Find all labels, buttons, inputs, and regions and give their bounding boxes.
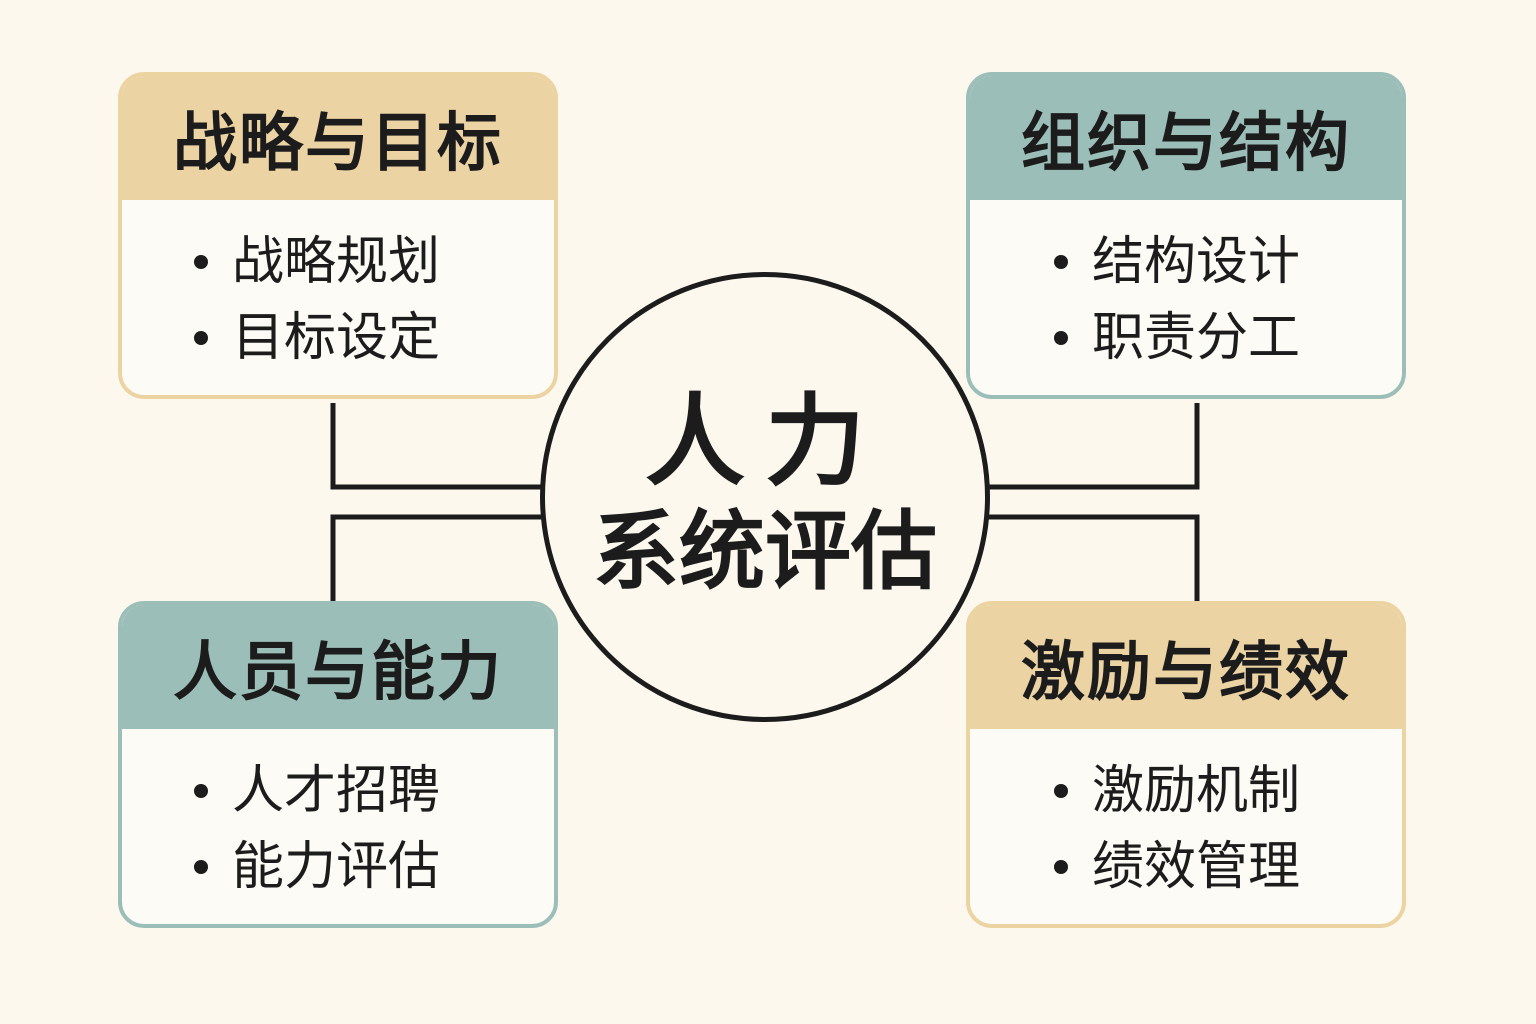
item-label: 激励机制 (1092, 761, 1301, 821)
bullet-icon (194, 331, 208, 345)
box-strategy-goals: 战略与目标 战略规划 目标设定 (118, 72, 558, 399)
box-people-capability: 人员与能力 人才招聘 能力评估 (118, 601, 558, 928)
list-item: 战略规划 (194, 224, 554, 300)
connector-bottom-left (330, 514, 545, 601)
bullet-icon (1054, 255, 1068, 269)
item-label: 战略规划 (232, 232, 441, 292)
bullet-icon (194, 784, 208, 798)
bullet-icon (1054, 331, 1068, 345)
box-title: 激励与绩效 (970, 605, 1402, 729)
box-title: 人员与能力 (122, 605, 554, 729)
item-label: 绩效管理 (1092, 837, 1301, 897)
center-title-line2: 系统评估 (593, 502, 937, 602)
list-item: 结构设计 (1054, 224, 1402, 300)
item-label: 能力评估 (232, 837, 441, 897)
list-item: 能力评估 (194, 829, 554, 905)
bullet-icon (1054, 860, 1068, 874)
connector-bottom-right (985, 514, 1200, 601)
connector-top-left (330, 403, 545, 490)
box-organization-structure: 组织与结构 结构设计 职责分工 (966, 72, 1406, 399)
bullet-icon (194, 860, 208, 874)
list-item: 激励机制 (1054, 753, 1402, 829)
bullet-icon (194, 255, 208, 269)
center-title-line1: 人力 (645, 383, 885, 500)
box-title: 战略与目标 (122, 76, 554, 200)
box-incentive-performance: 激励与绩效 激励机制 绩效管理 (966, 601, 1406, 928)
list-item: 绩效管理 (1054, 829, 1402, 905)
list-item: 目标设定 (194, 300, 554, 376)
box-title: 组织与结构 (970, 76, 1402, 200)
item-label: 目标设定 (232, 308, 441, 368)
connector-top-right (985, 403, 1200, 490)
item-label: 结构设计 (1092, 232, 1301, 292)
list-item: 人才招聘 (194, 753, 554, 829)
item-label: 职责分工 (1092, 308, 1301, 368)
list-item: 职责分工 (1054, 300, 1402, 376)
item-label: 人才招聘 (232, 761, 441, 821)
center-circle: 人力 系统评估 (540, 272, 990, 722)
bullet-icon (1054, 784, 1068, 798)
